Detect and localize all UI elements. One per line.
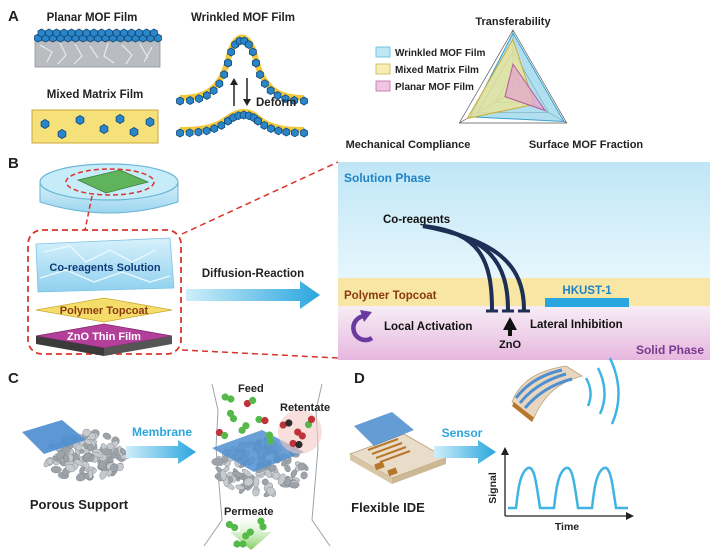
coreagent-pathways: [422, 224, 530, 313]
radar-chart: [458, 29, 568, 124]
legend-swatch-planar: [375, 80, 391, 92]
local-activation-label: Local Activation: [384, 321, 472, 333]
legend-mixed: Mixed Matrix Film: [395, 65, 479, 76]
panel-label-d: D: [354, 370, 365, 387]
deform-arrows: [230, 78, 251, 106]
diffusion-reaction-label: Diffusion-Reaction: [202, 268, 304, 280]
petri-dish: [39, 163, 179, 214]
radar-axis-surface-mof-fraction: Surface MOF Fraction: [529, 139, 644, 151]
zoom-line-top: [181, 161, 339, 235]
coreagents-solution-label: Co-reagents Solution: [49, 262, 161, 274]
membrane-label: Membrane: [132, 425, 192, 439]
panel-label-c: C: [8, 370, 19, 387]
signal-waves: [584, 357, 620, 425]
legend-planar: Planar MOF Film: [395, 82, 474, 93]
flexible-ide-device: [349, 412, 447, 484]
zno-label: ZnO: [499, 339, 521, 351]
signal-trace: [508, 466, 628, 510]
polymer-topcoat-layer: [35, 297, 173, 323]
mixed-matrix-film: [31, 109, 159, 144]
flexible-ide-label: Flexible IDE: [351, 500, 425, 515]
coreagents-label: Co-reagents: [383, 214, 450, 226]
zno-thin-film-layer: [35, 323, 173, 356]
zoom-line-bottom: [181, 349, 339, 359]
solid-phase-region: [338, 306, 710, 360]
zno-thin-film-label: ZnO Thin Film: [67, 331, 141, 343]
diffusion-arrow: [186, 281, 320, 309]
wrinkled-mof-title: Wrinkled MOF Film: [191, 12, 295, 24]
time-axis-label: Time: [555, 521, 579, 533]
reaction-zoom-panel: [338, 162, 710, 360]
feed-label: Feed: [238, 383, 264, 395]
membrane-sheet-c: [22, 420, 86, 454]
panel-label-b: B: [8, 155, 19, 172]
mixed-matrix-title: Mixed Matrix Film: [47, 89, 144, 101]
coreagents-solution-block: [35, 237, 175, 293]
local-activation-icon: [351, 310, 374, 343]
hkust-label: HKUST-1: [562, 285, 612, 297]
solution-phase-region: [338, 162, 710, 278]
legend-swatch-wrinkled: [375, 46, 391, 58]
radar-axis-transferability: Transferability: [475, 16, 551, 28]
legend-swatch-mixed: [375, 63, 391, 75]
wrinkled-mof-film: [176, 34, 308, 138]
signal-axis-label: Signal: [487, 472, 499, 504]
porous-support-label: Porous Support: [30, 497, 129, 512]
solid-phase-label: Solid Phase: [636, 343, 704, 357]
panel-label-a: A: [8, 8, 19, 25]
hkust-bar: [545, 298, 629, 307]
polymer-topcoat-right-label: Polymer Topcoat: [344, 290, 437, 302]
solution-phase-label: Solution Phase: [344, 171, 431, 185]
retentate-label: Retentate: [280, 402, 330, 414]
porous-support: [43, 428, 131, 482]
zoom-box-left: [27, 229, 182, 355]
radar-axis-mechanical-compliance: Mechanical Compliance: [346, 139, 471, 151]
membrane-arrow: [126, 440, 196, 464]
planar-mof-title: Planar MOF Film: [47, 12, 138, 24]
radar-legend: Wrinkled MOF Film Mixed Matrix Film Plan…: [375, 46, 485, 93]
zoom-line-dish: [84, 195, 93, 231]
radar-series-planar: [504, 62, 547, 112]
zno-up-arrow: [503, 317, 517, 336]
polymer-topcoat-label: Polymer Topcoat: [60, 305, 149, 317]
legend-wrinkled: Wrinkled MOF Film: [395, 48, 485, 59]
gas-molecules: [215, 393, 316, 548]
sensor-label: Sensor: [442, 426, 483, 440]
lateral-inhibition-label: Lateral Inhibition: [530, 319, 623, 331]
planar-mof-film: [34, 28, 162, 68]
deform-label: Deform: [256, 97, 296, 109]
bent-sensor-device: [511, 365, 583, 422]
sensor-arrow: [434, 440, 496, 464]
permeate-label: Permeate: [224, 506, 274, 518]
signal-plot: [501, 447, 634, 520]
